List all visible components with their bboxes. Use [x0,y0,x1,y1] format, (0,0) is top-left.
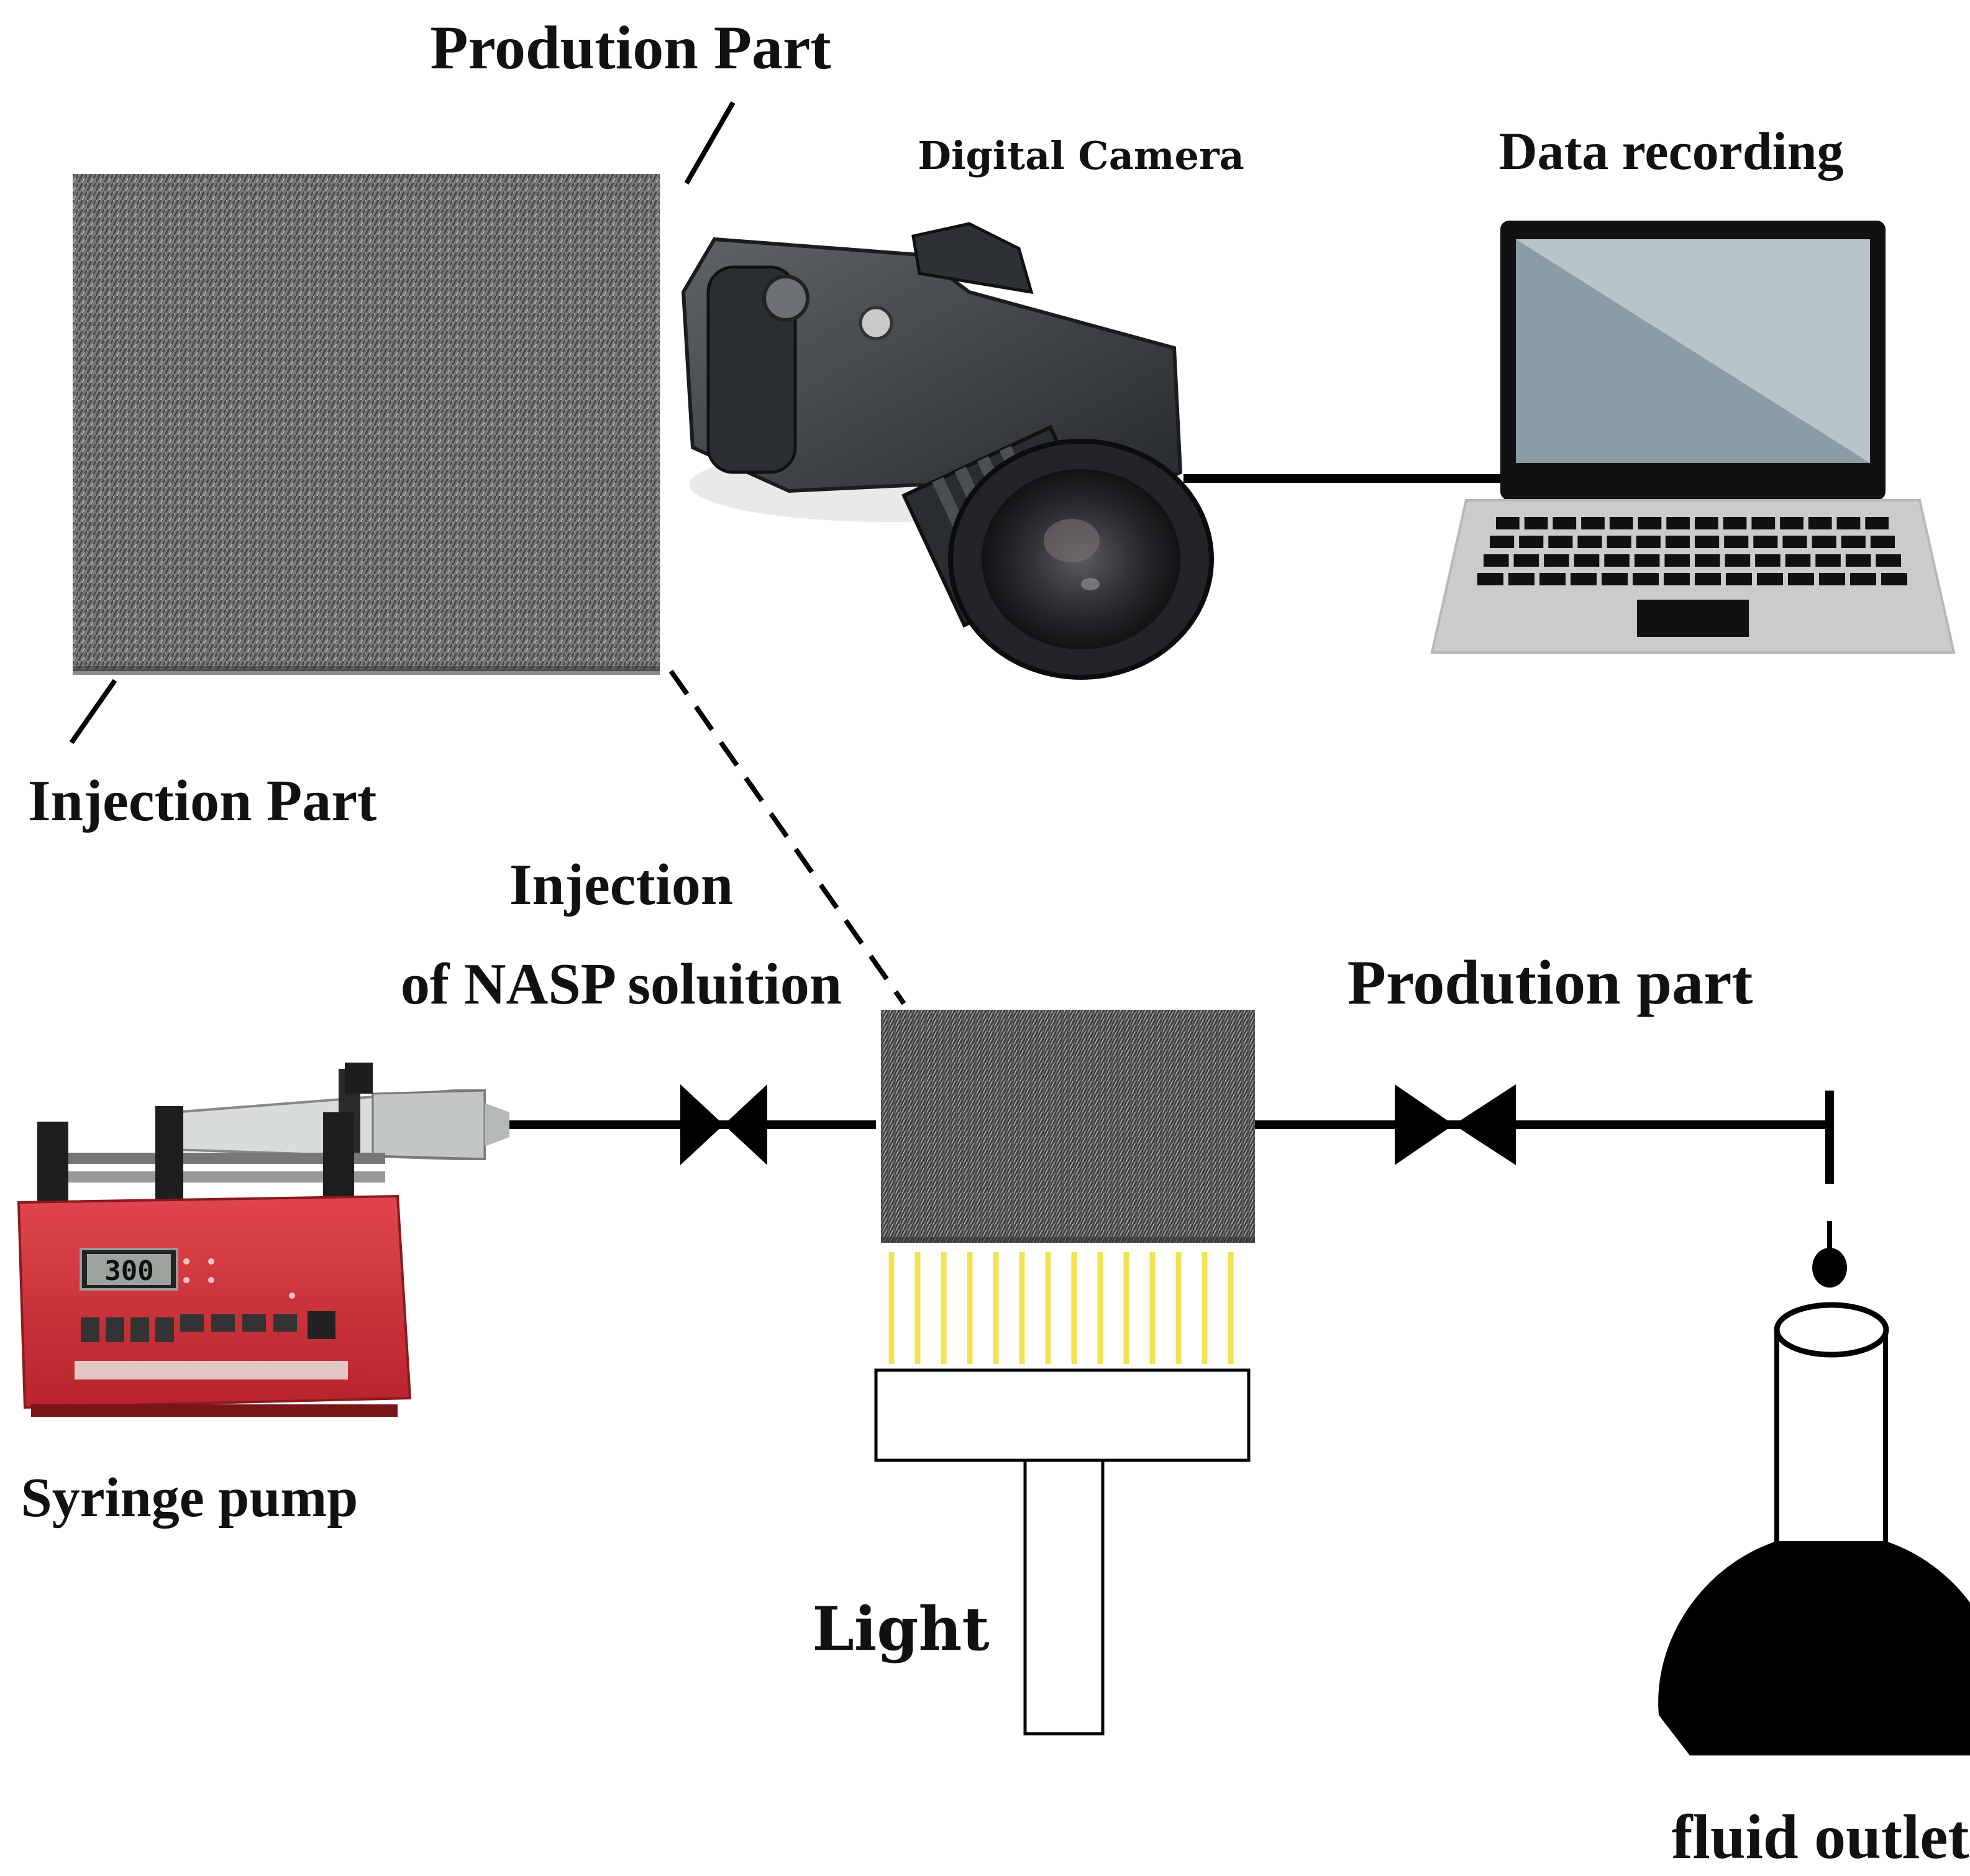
laptop-key [1780,517,1804,529]
laptop-key [1751,517,1776,529]
laptop-key [1695,554,1720,567]
laptop-key [1539,573,1566,585]
light-rays [888,1252,1234,1364]
laptop-key [1666,517,1690,529]
laptop-key [1757,573,1783,585]
laptop-key [1845,554,1871,567]
laptop-key [1695,517,1718,529]
laptop-key [1636,536,1661,548]
laptop-key [1544,554,1569,567]
laptop-key [1548,536,1573,548]
laptop-key [1815,554,1841,567]
laptop-key [1513,554,1539,567]
laptop-key [1695,536,1720,548]
laptop-key [1524,517,1548,529]
laptop-key [1726,573,1752,585]
fluid-outlet-label: fluid outlet [1672,1802,1969,1872]
laptop-key [1477,573,1503,585]
laptop-key [1571,573,1597,585]
flask-icon [1658,1221,1970,1755]
laptop-key [1724,536,1749,548]
laptop-key [1484,554,1509,567]
laptop-key [1496,517,1520,529]
laptop-key [1870,536,1895,548]
laptop-key [1577,536,1602,548]
laptop-key [1633,573,1659,585]
pump-display-readout: 300 [104,1255,153,1287]
injection-label-line1: Injection [509,853,733,917]
production-valve-icon [1395,1084,1516,1165]
laptop-key [1812,536,1836,548]
laptop-key [1755,554,1781,567]
laptop-key [1664,573,1690,585]
laptop-key [1785,554,1811,567]
laptop-key [1602,573,1628,585]
laptop-key [1865,517,1889,529]
laptop-key [1819,573,1845,585]
laptop-key [1664,554,1690,567]
data-recording-label: Data recording [1499,121,1844,181]
laptop-key [1604,554,1630,567]
laptop-key [1782,536,1807,548]
syringe-pump-icon [17,1063,509,1417]
laptop-key [1553,517,1577,529]
magnified-sample-panel [73,174,660,671]
laptop-key [1508,573,1535,585]
laptop-key [1841,536,1866,548]
laptop-key [1581,517,1605,529]
syringe-pump-label: Syringe pump [21,1467,358,1529]
laptop-key [1607,536,1631,548]
laptop-key [1665,536,1690,548]
laptop-key [1881,573,1907,585]
laptop-key [1634,554,1660,567]
laptop-icon [1430,221,1956,654]
injection-part-leader [69,679,117,744]
production-part-top-label: Prodution Part [430,13,831,82]
laptop-key [1695,573,1721,585]
laptop-key [1788,573,1814,585]
injection-valve-icon [680,1084,767,1165]
production-part-bottom-label: Prodution part [1348,948,1753,1018]
light-label: Light [812,1594,989,1664]
zoom-dashed-line [668,669,906,1005]
laptop-key [1574,554,1600,567]
injection-part-label: Injection Part [28,769,376,833]
digital-camera-icon [681,222,1214,680]
laptop-key [1808,517,1832,529]
laptop-key [1723,517,1747,529]
laptop-key [1876,554,1901,567]
production-part-leader [684,101,736,185]
laptop-key [1609,517,1633,529]
laptop-key [1850,573,1876,585]
micromodel-cell [881,1010,1255,1243]
laptop-key [1490,536,1515,548]
injection-label-line2: of NASP soluition [401,952,842,1017]
laptop-key [1725,554,1751,567]
laptop-key [1753,536,1778,548]
laptop-key [1836,517,1861,529]
laptop-key [1638,517,1662,529]
light-source-icon [874,1368,1251,1736]
digital-camera-label: Digital Camera [918,133,1244,178]
laptop-key [1519,536,1544,548]
